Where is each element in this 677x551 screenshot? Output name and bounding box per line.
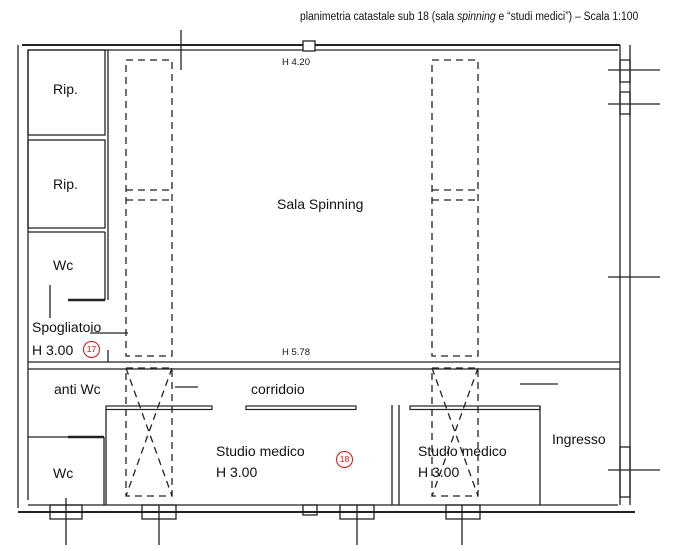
outer-walls [17,44,635,513]
room-wc-2: Wc [53,465,74,481]
height-top: H 4.20 [282,57,310,68]
room-studio-medico-1: Studio medico [216,443,305,459]
windows [49,59,631,520]
room-sala-spinning: Sala Spinning [277,196,364,212]
room-studio-medico-1-height: H 3.00 [216,464,258,480]
room-studio-medico-2-height: H 3.00 [418,464,460,480]
room-corridoio: corridoio [251,381,305,397]
height-middle: H 5.78 [282,347,310,358]
room-wc-1: Wc [53,257,74,273]
room-spogliatoio-height: H 3.00 [32,342,74,358]
room-badge-17: 17 [83,341,100,358]
room-ingresso: Ingresso [552,431,606,447]
room-studio-medico-2: Studio medico [418,443,507,459]
dashed-structures [125,59,479,497]
room-rip-1: Rip. [53,81,78,97]
room-anti-wc: anti Wc [54,381,101,397]
room-spogliatoio: Spogliatoio [32,319,102,335]
room-rip-2: Rip. [53,176,78,192]
plan-title: planimetria catastale sub 18 (sala spinn… [300,11,639,23]
room-badge-18: 18 [336,451,353,468]
